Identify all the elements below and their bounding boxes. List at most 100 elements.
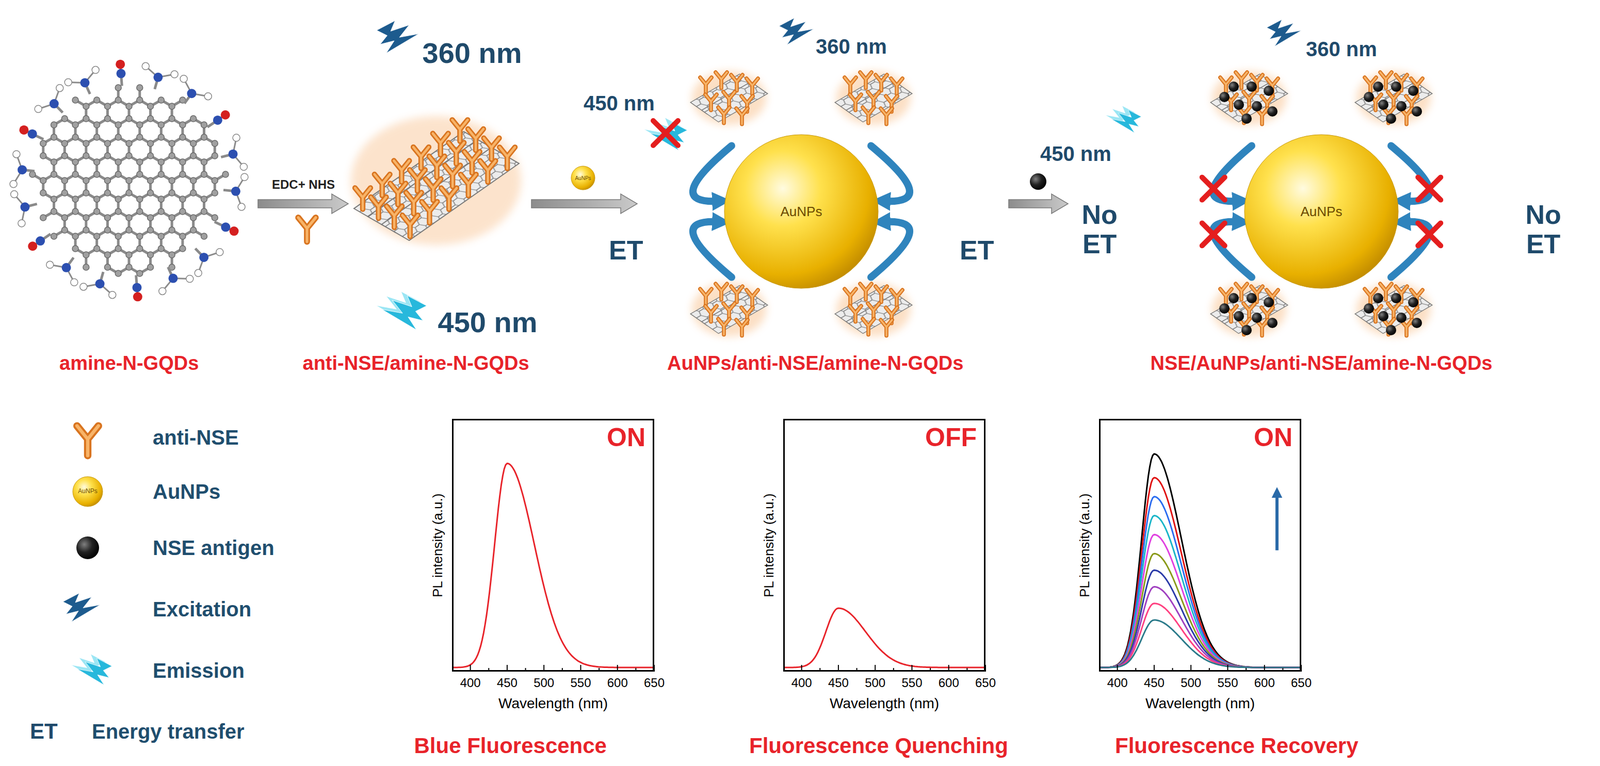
carbon-atom bbox=[147, 189, 154, 197]
antibody-icon bbox=[723, 91, 735, 108]
antibody-icon bbox=[390, 183, 406, 205]
carbon-atom bbox=[51, 171, 58, 178]
particle-label: AuNPs bbox=[780, 204, 823, 220]
carbon-atom bbox=[168, 115, 175, 122]
carbon-atom bbox=[83, 140, 90, 147]
carbon-atom bbox=[211, 214, 218, 221]
nse-antigen bbox=[1267, 317, 1278, 329]
antibody-icon bbox=[413, 147, 429, 169]
nse-antigen bbox=[1363, 91, 1375, 103]
legend-text: Emission bbox=[152, 659, 245, 683]
carbon-atom bbox=[179, 245, 186, 252]
legend-text: AuNPs bbox=[152, 480, 221, 504]
pl-spectrum bbox=[1099, 454, 1300, 668]
pl-spectrum bbox=[1099, 587, 1300, 668]
carbon-atom bbox=[93, 245, 101, 252]
pl-spectrum bbox=[1099, 620, 1300, 668]
carbon-atom bbox=[222, 171, 229, 178]
carbon-atom bbox=[51, 233, 58, 240]
carbon-atom bbox=[157, 208, 165, 215]
nse-antigen bbox=[1263, 85, 1274, 96]
carbon-atom bbox=[125, 227, 133, 234]
energy-transfer-arrow bbox=[692, 146, 732, 202]
nitrogen-atom bbox=[35, 236, 45, 246]
carbon-atom bbox=[104, 152, 111, 159]
nse-antigen bbox=[1219, 303, 1230, 314]
antibody-icon bbox=[386, 206, 402, 228]
oxygen-atom bbox=[133, 292, 143, 302]
antibody-icon bbox=[441, 187, 457, 209]
carbon-atom bbox=[115, 121, 122, 128]
carbon-atom bbox=[61, 177, 68, 184]
carbon-atom bbox=[83, 189, 90, 197]
hydrogen-atom bbox=[232, 134, 240, 142]
carbon-atom bbox=[200, 121, 207, 128]
carbon-atom bbox=[72, 245, 79, 252]
nse-antigen bbox=[1411, 106, 1422, 117]
oxygen-atom bbox=[115, 59, 125, 70]
tick-label: 450 bbox=[496, 676, 518, 690]
carbon-atom bbox=[61, 227, 68, 234]
wavelength-label: 450 nm bbox=[438, 306, 538, 339]
graphene-sheet bbox=[1221, 82, 1288, 123]
tick-label: 500 bbox=[1180, 676, 1202, 690]
carbon-atom bbox=[200, 196, 207, 203]
hydrogen-atom bbox=[237, 203, 246, 211]
carbon-atom bbox=[211, 177, 218, 184]
antibody-icon bbox=[849, 305, 862, 322]
carbon-atom bbox=[40, 152, 47, 159]
pl-spectrum bbox=[1099, 496, 1300, 668]
carbon-atom bbox=[40, 177, 47, 184]
tick-label: 450 bbox=[828, 676, 849, 690]
gold-nanoparticle bbox=[72, 476, 103, 507]
hydrogen-atom bbox=[12, 150, 21, 158]
wavelength-label: 360 nm bbox=[815, 35, 887, 58]
carbon-atom bbox=[136, 196, 143, 203]
antibody-icon bbox=[736, 108, 748, 125]
legend-symbol: ET bbox=[29, 719, 58, 744]
carbon-atom bbox=[40, 140, 47, 147]
antibody-icon bbox=[374, 174, 391, 196]
carbon-atom bbox=[83, 152, 90, 159]
carbon-atom bbox=[157, 233, 165, 240]
nse-antigen bbox=[76, 536, 100, 560]
carbon-atom bbox=[179, 134, 186, 141]
wavelength-label: 450 nm bbox=[583, 91, 655, 115]
antibody-icon bbox=[867, 303, 880, 320]
carbon-atom bbox=[157, 134, 165, 141]
hydrogen-atom bbox=[216, 248, 224, 256]
antibody-icon bbox=[718, 318, 730, 335]
carbon-atom bbox=[104, 103, 111, 110]
oxygen-atom bbox=[19, 125, 29, 135]
tick-label: 400 bbox=[460, 676, 481, 690]
carbon-atom bbox=[51, 158, 58, 166]
carbon-atom bbox=[179, 208, 186, 215]
legend-text: Energy transfer bbox=[91, 720, 245, 743]
carbon-atom bbox=[72, 97, 79, 104]
carbon-atom bbox=[179, 121, 186, 128]
nitrogen-atom bbox=[17, 165, 27, 175]
nse-antigen bbox=[1372, 293, 1384, 304]
carbon-atom bbox=[115, 233, 122, 240]
graphene-sheet-stack bbox=[690, 74, 768, 123]
nse-antigen bbox=[1372, 81, 1384, 92]
nitrogen-atom bbox=[186, 88, 197, 99]
antibody-icon bbox=[844, 77, 856, 94]
excitation-bolt bbox=[62, 593, 101, 623]
nitrogen-atom bbox=[49, 99, 59, 109]
wavelength-label: 360 nm bbox=[1305, 37, 1378, 61]
antibody-icon bbox=[891, 78, 903, 95]
nitrogen-atom bbox=[132, 282, 142, 293]
tick-label: 500 bbox=[864, 676, 886, 690]
graphene-sheet-stack bbox=[834, 74, 912, 123]
antibody-icon bbox=[432, 133, 449, 155]
carbon-atom bbox=[83, 251, 90, 258]
carbon-atom bbox=[93, 158, 101, 166]
carbon-atom bbox=[168, 177, 175, 184]
carbon-atom bbox=[136, 208, 143, 215]
carbon-atom bbox=[115, 208, 122, 215]
carbon-atom bbox=[104, 227, 111, 234]
carbon-atom bbox=[72, 171, 79, 178]
emission-bolt bbox=[1111, 109, 1142, 133]
